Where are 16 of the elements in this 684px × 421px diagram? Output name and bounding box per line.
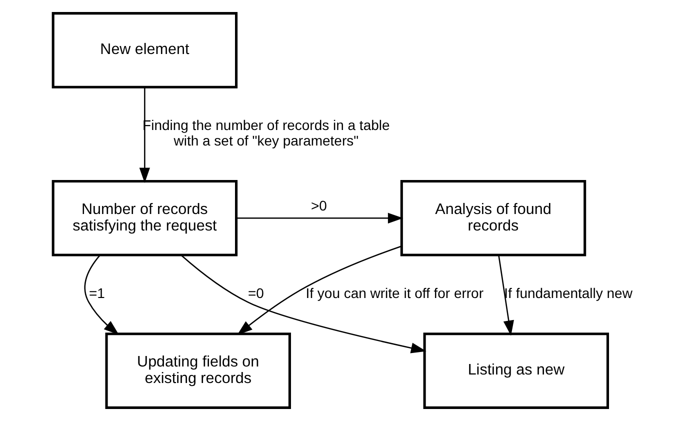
arrow <box>236 246 402 335</box>
edge-label: >0 <box>310 197 326 214</box>
node-box: New element <box>51 12 238 88</box>
arrow <box>236 212 403 224</box>
node-box: Number of records satisfying the request <box>51 180 238 256</box>
node-box: Listing as new <box>422 332 609 409</box>
edge-label: =1 <box>88 285 104 302</box>
node-box: Updating fields on existing records <box>104 332 290 409</box>
arrow <box>180 254 426 354</box>
node-box: Analysis of found records <box>400 180 586 256</box>
arrow <box>138 87 150 183</box>
edge-label: =0 <box>248 285 264 302</box>
arrow <box>498 255 514 336</box>
edge-label: If fundamentally new <box>504 285 632 302</box>
arrow <box>84 254 119 335</box>
edge-label: If you can write it off for error <box>305 285 484 302</box>
